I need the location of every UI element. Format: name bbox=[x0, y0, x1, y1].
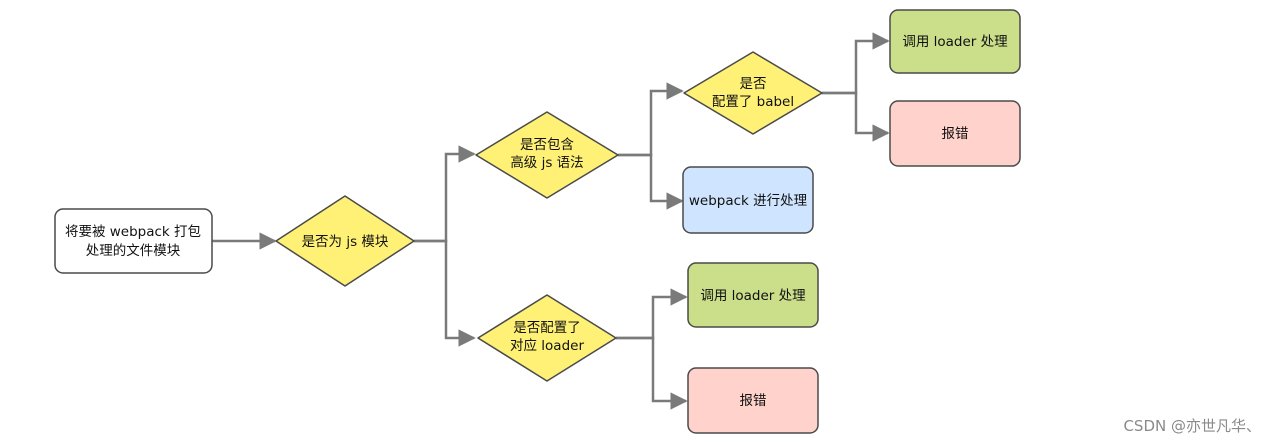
result-label: webpack 进行处理 bbox=[689, 193, 808, 209]
decision-label-line1: 是否配置了 bbox=[513, 320, 581, 336]
decision-label-line1: 是否包含 bbox=[520, 137, 574, 153]
result-error-loader: 报错 bbox=[687, 367, 819, 434]
watermark: CSDN @亦世凡华、 bbox=[1123, 417, 1261, 435]
decision-label-line1: 是否 bbox=[740, 76, 767, 92]
start-label-line2: 处理的文件模块 bbox=[86, 243, 181, 259]
decision-label-line2: 高级 js 语法 bbox=[510, 154, 583, 171]
connector-advanced-to-webpack bbox=[618, 153, 684, 210]
decision-diamond bbox=[477, 294, 617, 382]
result-label: 调用 loader 处理 bbox=[700, 288, 806, 304]
decision-label-line2: 对应 loader bbox=[510, 337, 584, 354]
result-box bbox=[889, 100, 1021, 167]
result-label: 报错 bbox=[740, 393, 767, 409]
decision-diamond bbox=[275, 195, 415, 287]
decision-babel-configured: 是否 配置了 babel bbox=[683, 51, 823, 135]
result-box bbox=[682, 166, 814, 234]
decision-advanced-syntax: 是否包含 高级 js 语法 bbox=[475, 111, 619, 199]
result-call-loader-babel: 调用 loader 处理 bbox=[889, 9, 1021, 74]
result-box bbox=[889, 9, 1021, 74]
decision-diamond bbox=[475, 111, 619, 199]
connector-js-to-advanced bbox=[414, 145, 476, 243]
decision-loader-configured: 是否配置了 对应 loader bbox=[477, 294, 617, 382]
decision-label-line2: 配置了 babel bbox=[712, 94, 794, 110]
result-error-babel: 报错 bbox=[889, 100, 1021, 167]
decision-is-js-module: 是否为 js 模块 bbox=[275, 195, 415, 287]
connectors bbox=[212, 32, 890, 410]
connector-loader-to-loader bbox=[616, 288, 688, 340]
connector-js-to-loader bbox=[414, 239, 476, 347]
connector-advanced-to-babel bbox=[618, 82, 684, 157]
result-call-loader: 调用 loader 处理 bbox=[687, 262, 819, 328]
result-webpack-process: webpack 进行处理 bbox=[682, 166, 814, 234]
start-box bbox=[54, 208, 213, 274]
result-box bbox=[687, 262, 819, 328]
result-label: 调用 loader 处理 bbox=[902, 34, 1008, 50]
connector-loader-to-error bbox=[616, 336, 688, 410]
start-node: 将要被 webpack 打包 处理的文件模块 bbox=[54, 208, 213, 274]
decision-label-line1: 是否为 js 模块 bbox=[302, 234, 389, 250]
result-label: 报错 bbox=[942, 126, 969, 142]
connector-babel-to-error bbox=[822, 91, 890, 142]
decision-diamond bbox=[683, 51, 823, 135]
connector-babel-to-loader bbox=[822, 32, 890, 95]
result-box bbox=[687, 367, 819, 434]
start-label-line1: 将要被 webpack 打包 bbox=[65, 223, 201, 240]
